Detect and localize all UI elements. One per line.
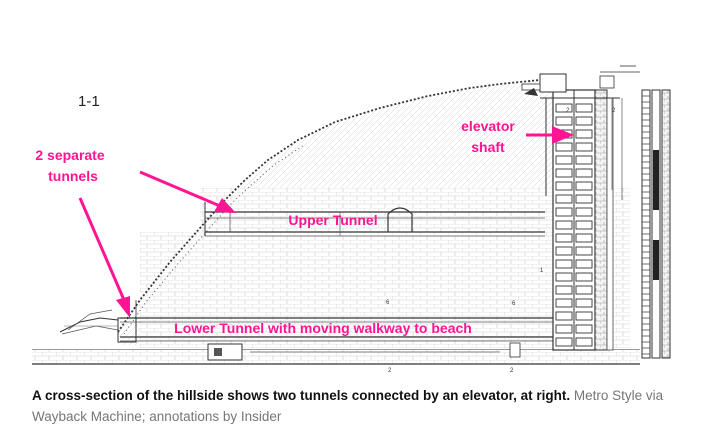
shaft-cell [555, 155, 573, 165]
shaft-cell [555, 298, 573, 308]
elevator-shaft-drawing [521, 65, 640, 351]
svg-text:2: 2 [566, 108, 570, 114]
shaft-cell [555, 142, 573, 152]
shaft-cell [575, 337, 593, 347]
shaft-cell [555, 337, 573, 347]
shaft-cell [555, 181, 573, 191]
upper-tunnel-label: Upper Tunnel [288, 212, 377, 228]
shaft-cell [575, 233, 593, 243]
upper-tunnel-drawing [204, 202, 545, 237]
shaft-cell [575, 220, 593, 230]
shaft-cell [555, 285, 573, 295]
shaft-cell [575, 194, 593, 204]
shaft-cell [575, 259, 593, 269]
svg-text:6: 6 [386, 300, 390, 306]
cross-section-figure: 6 6 2 2 1 2 2 1-1 elevator shaft 2 separ… [32, 65, 671, 372]
shaft-cell [575, 285, 593, 295]
shaft-cell [575, 155, 593, 165]
shaft-cell [555, 246, 573, 256]
shaft-cell [575, 116, 593, 126]
cross-section-drawing: 6 6 2 2 1 2 2 1-1 elevator shaft 2 separ… [32, 65, 671, 372]
shaft-cell [555, 311, 573, 321]
shaft-cell [555, 116, 573, 126]
beach-structure [59, 309, 119, 335]
shaft-cell [555, 220, 573, 230]
svg-text:2: 2 [510, 368, 514, 372]
caption-text: A cross-section of the hillside shows tw… [32, 388, 571, 403]
svg-text:2: 2 [612, 108, 616, 114]
shaft-cell [555, 233, 573, 243]
shaft-cell [555, 103, 573, 113]
shaft-cell [555, 194, 573, 204]
shaft-cell [555, 207, 573, 217]
section-label: 1-1 [78, 93, 100, 110]
shaft-cell [575, 298, 593, 308]
svg-text:2: 2 [388, 368, 392, 372]
caption-credit: Metro Style via Wayback Machine; annotat… [32, 388, 664, 424]
lower-tunnel-label: Lower Tunnel with moving walkway to beac… [174, 320, 472, 336]
separate-tunnels-line2: tunnels [48, 168, 98, 184]
shaft-cell [575, 272, 593, 282]
shaft-cell [555, 324, 573, 334]
ground-base [32, 342, 640, 365]
shaft-cell [575, 324, 593, 334]
shaft-cell [575, 168, 593, 178]
shaft-cell [575, 246, 593, 256]
separate-tunnels-line1: 2 separate [35, 147, 104, 163]
lower-tunnel-drawing [117, 300, 560, 343]
shaft-cell [575, 129, 593, 139]
shaft-cell [555, 259, 573, 269]
shaft-cell [575, 142, 593, 152]
shaft-cell [575, 311, 593, 321]
shaft-cell [555, 272, 573, 282]
annotation-arrows [78, 126, 574, 318]
shaft-cell [555, 168, 573, 178]
svg-text:1: 1 [540, 268, 544, 274]
figure-caption: A cross-section of the hillside shows tw… [32, 385, 672, 427]
svg-text:6: 6 [512, 301, 516, 307]
elevator-annotation-line2: shaft [471, 139, 505, 155]
shaft-cell [575, 181, 593, 191]
right-column [641, 89, 671, 359]
shaft-cell [575, 207, 593, 217]
elevator-annotation-line1: elevator [461, 118, 515, 134]
shaft-cell [575, 103, 593, 113]
